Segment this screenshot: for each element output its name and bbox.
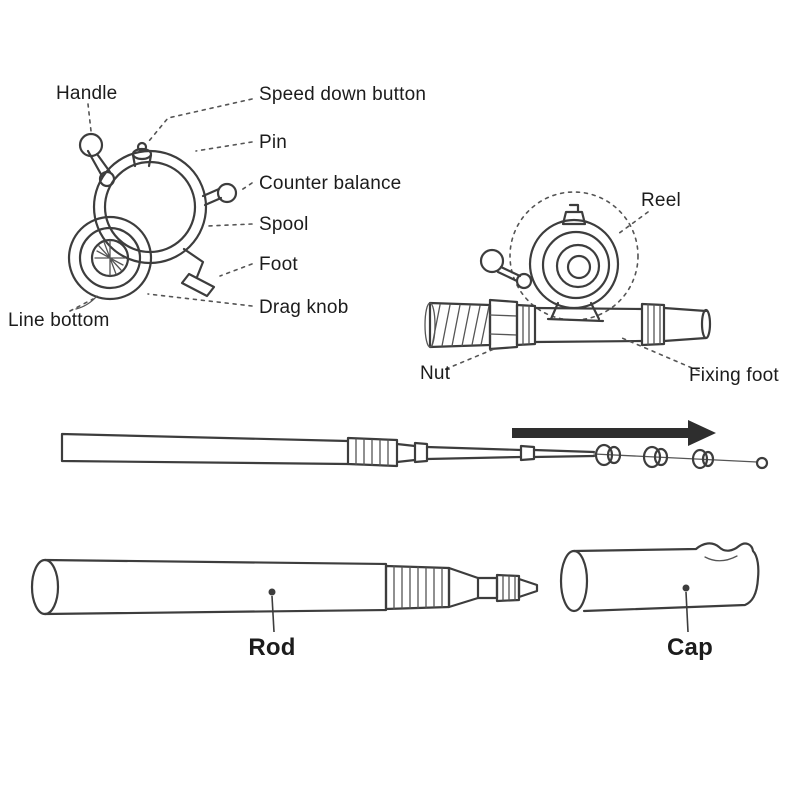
right-arrow-icon — [512, 420, 716, 446]
line-bottom-thread — [75, 295, 98, 310]
rod-ring-1 — [413, 441, 429, 464]
rod-collar-ridges — [355, 438, 389, 467]
leader-spool — [207, 223, 253, 227]
handle-pivot — [98, 170, 116, 188]
leader-fixing-foot — [621, 337, 700, 372]
rod-thin-section — [532, 448, 596, 459]
cap-view — [559, 542, 760, 613]
rod-ferrule-1 — [395, 442, 417, 464]
speed-button-cap — [136, 141, 148, 153]
leader-counter-balance — [239, 182, 253, 192]
pen-knurled-tip — [495, 573, 521, 603]
spool-outline — [67, 215, 153, 301]
label-handle: Handle — [56, 83, 117, 104]
nut-facets — [489, 314, 518, 336]
mounted-reel-rim — [541, 230, 611, 300]
rod-tip-ball — [755, 456, 769, 470]
line-coil-2b — [653, 447, 669, 467]
rod-tip-wire — [593, 453, 758, 463]
leader-handle — [87, 103, 92, 132]
reel-on-rod-view — [424, 191, 712, 351]
rod-butt-section — [60, 432, 350, 466]
mounted-reel-handle-knob — [479, 248, 505, 274]
leader-reel — [617, 211, 649, 235]
line-coil-1a — [594, 443, 614, 467]
cap-end — [559, 549, 589, 613]
label-cap: Cap — [667, 634, 713, 661]
line-coil-1b — [606, 445, 622, 465]
label-counter-balance: Counter balance — [259, 173, 401, 194]
label-line-bottom: Line bottom — [8, 310, 110, 331]
rod-pointer-dot — [268, 588, 276, 596]
label-foot: Foot — [259, 254, 298, 275]
cap-clip-line — [704, 555, 738, 562]
pen-spigot — [476, 576, 499, 600]
rod-closed-view — [30, 558, 539, 616]
pen-cone — [447, 566, 480, 609]
leader-lines — [69, 98, 700, 633]
rod-pointer-line — [271, 595, 275, 633]
speed-button-top — [131, 147, 153, 161]
foot-stem — [182, 247, 205, 279]
rod-ring-2 — [519, 444, 536, 462]
label-speed-down-button: Speed down button — [259, 84, 426, 105]
drag-knob-knurl — [94, 239, 126, 277]
mounted-reel-spool — [555, 243, 601, 289]
part-labels: Handle Speed down button Pin Counter bal… — [8, 83, 779, 661]
counter-balance-weight — [216, 182, 238, 204]
pen-tip-ridges — [502, 575, 516, 601]
mounted-reel-knob — [566, 254, 592, 280]
mounted-reel-button — [561, 203, 587, 226]
pen-body-end — [30, 558, 60, 616]
reel-highlight-circle — [509, 191, 639, 321]
label-nut: Nut — [420, 363, 451, 384]
rod-mid-section — [425, 445, 523, 461]
thread-hatching — [431, 304, 490, 347]
mounted-reel-handle-arm — [496, 265, 522, 283]
line-coil-3b — [701, 450, 715, 468]
label-reel: Reel — [641, 190, 681, 211]
leader-nut — [445, 348, 495, 370]
mounted-reel-body — [528, 218, 620, 310]
leader-drag-knob — [147, 293, 253, 307]
pen-body — [43, 558, 388, 616]
thread-end — [424, 302, 436, 348]
leader-pin — [195, 141, 253, 152]
handle-knob — [78, 132, 104, 158]
fixing-foot-clamp — [546, 301, 605, 323]
tube-end-cap — [700, 308, 712, 340]
reel-seat-tube — [533, 306, 644, 344]
nut-shape — [488, 298, 519, 351]
cap-body — [572, 542, 760, 613]
leader-speed-down-button — [148, 98, 253, 142]
tube-end — [662, 306, 708, 343]
counter-balance-arm — [201, 187, 223, 207]
rod-extended-view — [60, 420, 769, 470]
cap-pointer-line — [685, 591, 689, 633]
label-drag-knob: Drag knob — [259, 297, 348, 318]
pen-collar-ridges — [393, 565, 443, 610]
spool-rim — [78, 226, 142, 290]
label-fixing-foot: Fixing foot — [689, 365, 779, 386]
rod-ridged-collar — [346, 436, 399, 468]
handle-arm — [86, 149, 112, 178]
label-rod: Rod — [248, 634, 295, 661]
line-coil-2a — [642, 445, 662, 469]
collar-left-ridges — [522, 305, 530, 346]
label-pin: Pin — [259, 132, 287, 153]
reel-exploded-view — [67, 132, 238, 310]
collar-left — [515, 303, 537, 347]
label-spool: Spool — [259, 214, 309, 235]
pen-tip-cone — [517, 577, 539, 599]
collar-right-ridges — [647, 303, 661, 346]
reel-body-rim — [103, 160, 197, 254]
leader-foot — [219, 263, 253, 277]
mounted-reel-handle-pivot — [515, 272, 533, 290]
foot-plate — [180, 272, 216, 298]
collar-right — [640, 302, 666, 347]
line-coil-3a — [691, 448, 709, 470]
cap-pointer-dot — [682, 584, 690, 592]
